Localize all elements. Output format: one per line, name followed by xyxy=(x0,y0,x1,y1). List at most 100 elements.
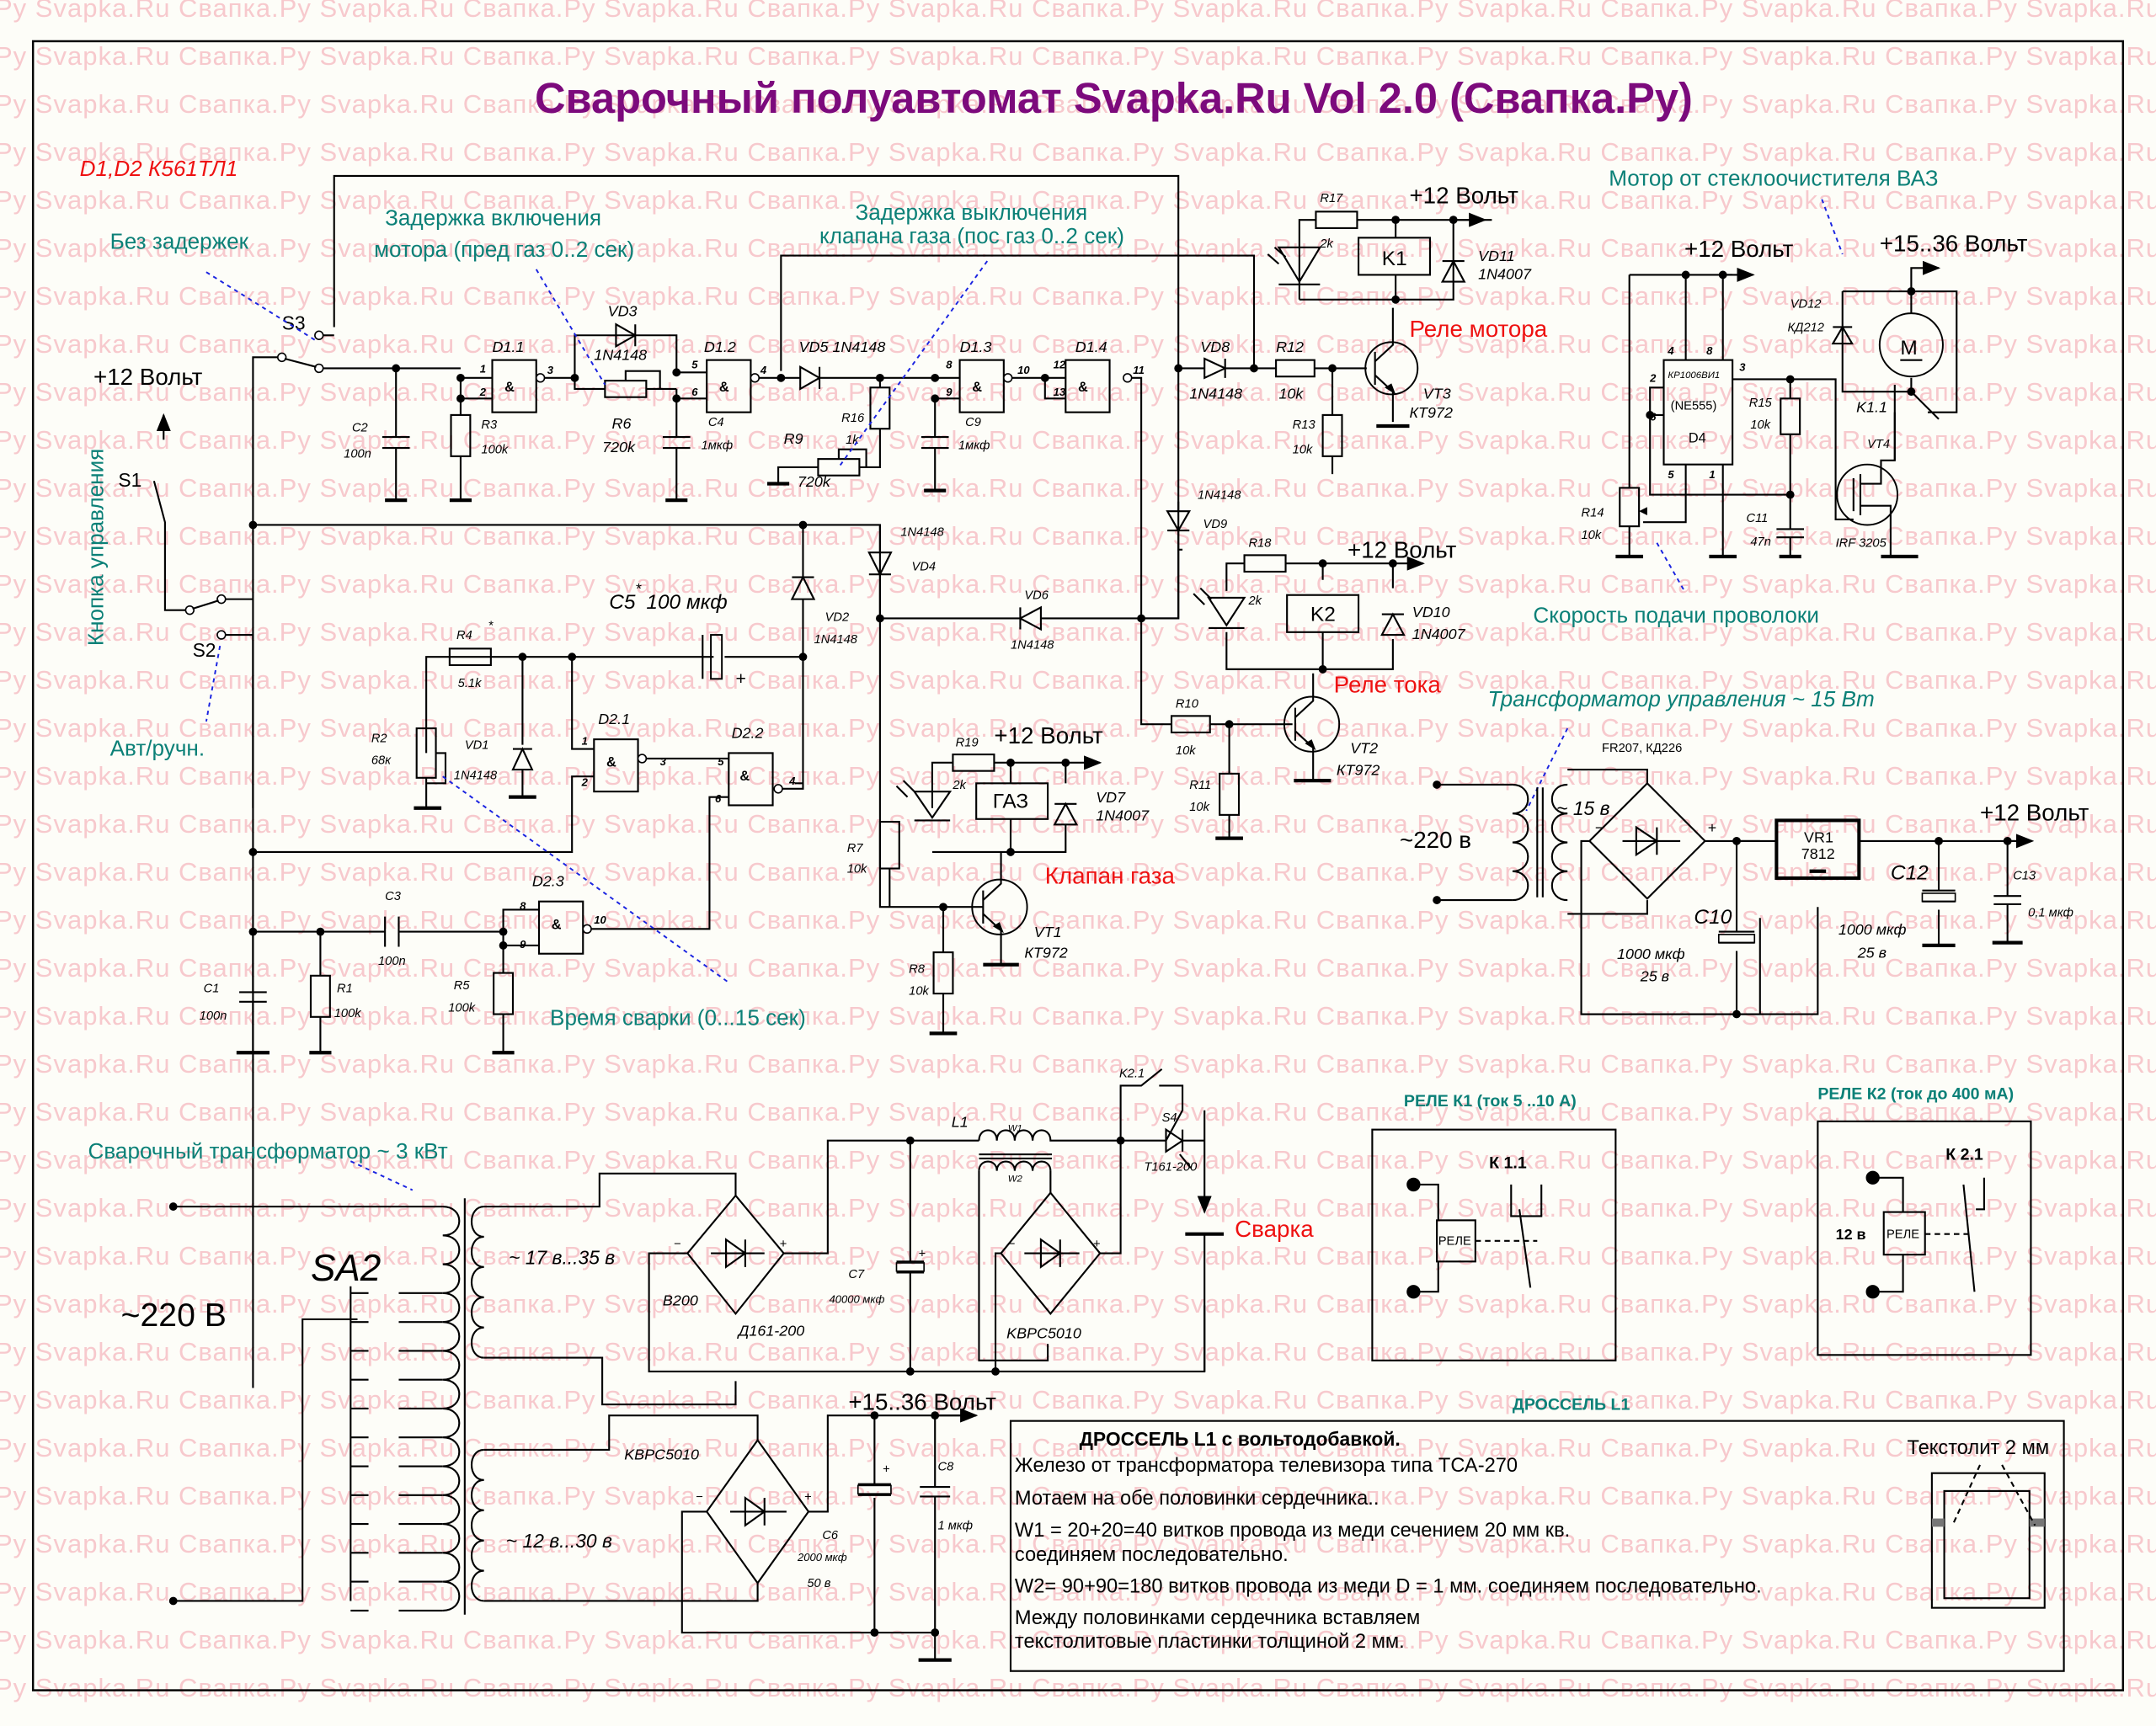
r14-label: R14 xyxy=(1582,507,1604,520)
svg-text:5: 5 xyxy=(691,358,698,370)
r9-label: R9 xyxy=(784,430,803,447)
r19-label: R19 xyxy=(956,736,979,749)
vt3-value: КТ972 xyxy=(1409,404,1452,421)
motor-relay-section: VD8 1N4148 R12 10k R13 10k VT3 КТ972 R17… xyxy=(1189,183,1548,475)
svg-text:8: 8 xyxy=(520,899,526,912)
svg-text:4: 4 xyxy=(788,775,796,787)
chip-note: D1,D2 К561ТЛ1 xyxy=(80,156,238,181)
svg-text:3: 3 xyxy=(547,364,554,376)
regulator-vr1 xyxy=(1774,818,1861,880)
c11-value: 47n xyxy=(1750,535,1771,549)
d1-2-label: D1.2 xyxy=(704,338,736,355)
d2-3-label: D2.3 xyxy=(532,873,564,890)
vt2-label: VT2 xyxy=(1350,739,1378,756)
r2-label: R2 xyxy=(371,732,387,745)
svg-text:&: & xyxy=(972,380,982,395)
c9-value: 1мкф xyxy=(958,439,990,453)
r8-value: 10k xyxy=(909,985,929,999)
svg-text:12 в: 12 в xyxy=(1836,1226,1866,1243)
r3-label: R3 xyxy=(481,418,498,432)
vd1-label: VD1 xyxy=(465,739,489,753)
svg-text:4: 4 xyxy=(1667,344,1674,357)
sec-17-35: ~ 17 в...35 в xyxy=(509,1247,615,1269)
vt4-value: IRF 3205 xyxy=(1836,537,1887,551)
r6-label: R6 xyxy=(612,415,632,432)
svg-text:−: − xyxy=(1595,819,1604,836)
choke-caption: ДРОССЕЛЬ L1 xyxy=(1513,1396,1630,1414)
gas-delay-note-2: клапана газа (пос газ 0..2 сек) xyxy=(819,223,1124,248)
c6-value: 2000 мкф xyxy=(797,1551,847,1564)
r17-value: 2k xyxy=(1319,237,1333,251)
wire-speed-note: Скорость подачи проволоки xyxy=(1533,602,1819,627)
r17-label: R17 xyxy=(1320,192,1343,205)
gate-d1-1 xyxy=(491,359,537,413)
relay-k1-heading: РЕЛЕ К1 (ток 5 ..10 А) xyxy=(1404,1092,1577,1111)
k1-1-label: K1.1 xyxy=(1856,399,1887,416)
r1-value: 100k xyxy=(334,1007,362,1020)
v12-input: +12 Вольт xyxy=(93,364,203,390)
vd2-value: 1N4148 xyxy=(814,633,858,647)
svg-text:4: 4 xyxy=(760,364,767,376)
svg-text:*: * xyxy=(635,580,642,597)
relay-k2-heading: РЕЛЕ К2 (ток до 400 мА) xyxy=(1817,1085,2014,1104)
svg-text:1: 1 xyxy=(1709,468,1715,481)
motor-relay-label: Реле мотора xyxy=(1409,316,1547,342)
svg-text:K2: K2 xyxy=(1310,604,1336,626)
r14-value: 10k xyxy=(1582,529,1602,542)
svg-text:S1: S1 xyxy=(118,469,141,491)
vd3-value: 1N4148 xyxy=(594,347,647,364)
l1-label: L1 xyxy=(952,1113,969,1130)
vd4-value: 1N4148 xyxy=(900,526,944,540)
c12-value: 1000 мкф xyxy=(1838,921,1907,938)
bridge-weld-value: Д161-200 xyxy=(737,1322,804,1339)
vd4-label: VD4 xyxy=(911,560,936,573)
c6-label: C6 xyxy=(822,1529,839,1542)
page-frame xyxy=(31,40,2125,1691)
vd8-label: VD8 xyxy=(1200,338,1230,355)
svg-text:3: 3 xyxy=(1739,361,1746,374)
r4-label: R4 xyxy=(456,629,472,642)
vd10-label: VD10 xyxy=(1412,604,1450,621)
svg-text:&: & xyxy=(739,769,750,784)
r10-label: R10 xyxy=(1176,698,1199,711)
vd11-label: VD11 xyxy=(1478,248,1515,264)
svg-text:&: & xyxy=(606,755,616,770)
svg-text:*: * xyxy=(488,620,494,633)
r10-value: 10k xyxy=(1176,744,1196,758)
svg-text:&: & xyxy=(504,380,515,395)
choke-heading: ДРОССЕЛЬ L1 с вольтодобавкой. xyxy=(1080,1428,1401,1450)
vd7-label: VD7 xyxy=(1096,789,1126,806)
d2-1-label: D2.1 xyxy=(598,711,630,727)
c13-value: 0,1 мкф xyxy=(2028,907,2073,920)
motor-symbol: M xyxy=(1900,337,1917,360)
c12-voltage: 25 в xyxy=(1857,945,1886,962)
svg-text:9: 9 xyxy=(520,938,526,951)
svg-text:3: 3 xyxy=(660,755,667,768)
svg-text:W1: W1 xyxy=(1008,1123,1022,1133)
r7-value: 10k xyxy=(847,862,867,876)
weld-timer-section: VD2 1N4148 C5 * 100 мкф C5 + R4 * 5.1k R… xyxy=(200,525,858,1055)
c1-label: C1 xyxy=(204,982,220,995)
control-button-note: Кнопка управления xyxy=(83,449,108,646)
r11-value: 10k xyxy=(1189,801,1209,814)
k2-1-switch-label: K2.1 xyxy=(1119,1068,1145,1081)
motor-psu-section: − + KBPC5010 ~ 12 в...30 в + +15..36 Вол… xyxy=(471,1389,996,1662)
choke-line-5: W2= 90+90=180 витков провода из меди D =… xyxy=(1015,1576,1762,1598)
bridge-l1-label: KBPC5010 xyxy=(1006,1325,1081,1342)
vd6-label: VD6 xyxy=(1024,589,1049,603)
svg-text:+: + xyxy=(735,669,745,689)
gate-d1-4 xyxy=(1065,359,1111,413)
motor-delay-note-2: мотора (пред газ 0..2 сек) xyxy=(374,237,634,262)
svg-text:2: 2 xyxy=(1649,372,1657,385)
svg-text:13: 13 xyxy=(1054,386,1066,398)
thyristor-label: Т161-200 xyxy=(1144,1161,1198,1175)
v12-gas: +12 Вольт xyxy=(994,722,1103,748)
choke-line-6: Между половинками сердечника вставляем xyxy=(1015,1607,1420,1629)
c2-value: 100n xyxy=(344,448,371,461)
v15-36-supply: +15..36 Вольт xyxy=(848,1389,996,1415)
c7-value: 40000 мкф xyxy=(829,1292,884,1305)
svg-text:+: + xyxy=(883,1463,890,1477)
svg-text:8: 8 xyxy=(1706,344,1713,357)
s4-label: S4 xyxy=(1162,1111,1177,1125)
gate-d1-3 xyxy=(958,359,1005,413)
